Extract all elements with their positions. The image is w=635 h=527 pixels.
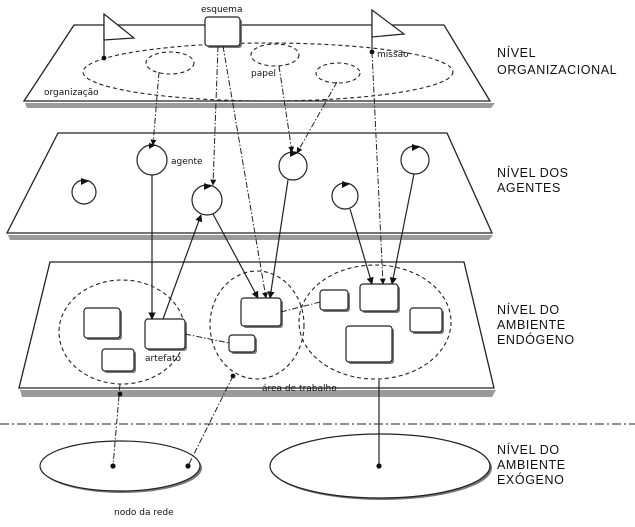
organization-label: organização [44, 88, 99, 98]
exogenous-nodes: nodo da rede [39, 433, 492, 518]
role-label: papel [251, 69, 276, 79]
role-ellipse-center [250, 43, 300, 67]
level-agents-line1: NÍVEL DOS [497, 165, 569, 180]
agent-label: agente [171, 157, 203, 167]
role-ellipse-right [315, 62, 361, 84]
level-labels: NÍVEL ORGANIZACIONAL NÍVEL DOS AGENTES N… [497, 45, 617, 487]
left-flag [101, 12, 136, 61]
level-exogenous-line2: AMBIENTE [497, 458, 566, 472]
level-organizational-line1: NÍVEL [497, 45, 536, 60]
mission-label: missão [377, 50, 409, 60]
level-organizational-line2: ORGANIZACIONAL [497, 63, 617, 77]
workspace-center [209, 270, 305, 380]
workspace-label: área de trabalho [262, 384, 337, 394]
right-flag [369, 8, 406, 55]
role-ellipse-left [145, 51, 195, 75]
network-node-label: nodo da rede [114, 508, 174, 518]
artifacts [83, 283, 444, 373]
level-exogenous-line1: NÍVEL DO [497, 442, 560, 457]
schema-label: esquema [201, 5, 242, 15]
organization-ellipse [82, 42, 454, 102]
level-agents-line2: AGENTES [497, 181, 561, 195]
workspace-right [298, 264, 452, 380]
level-endogenous-line2: AMBIENTE [497, 318, 566, 332]
network-node-left [39, 440, 201, 492]
artifact-label: artefato [145, 354, 181, 364]
organizational-plane: esquema papel missão organização [22, 5, 495, 108]
level-exogenous-line3: EXÓGENO [497, 472, 564, 487]
endogenous-plane: artefato área de trabalho [18, 261, 496, 397]
level-endogenous-line3: ENDÓGENO [497, 332, 575, 347]
level-endogenous-line1: NÍVEL DO [497, 302, 560, 317]
connections [110, 45, 415, 469]
schema-box [204, 16, 241, 47]
agents-plane: agente [5, 132, 494, 240]
